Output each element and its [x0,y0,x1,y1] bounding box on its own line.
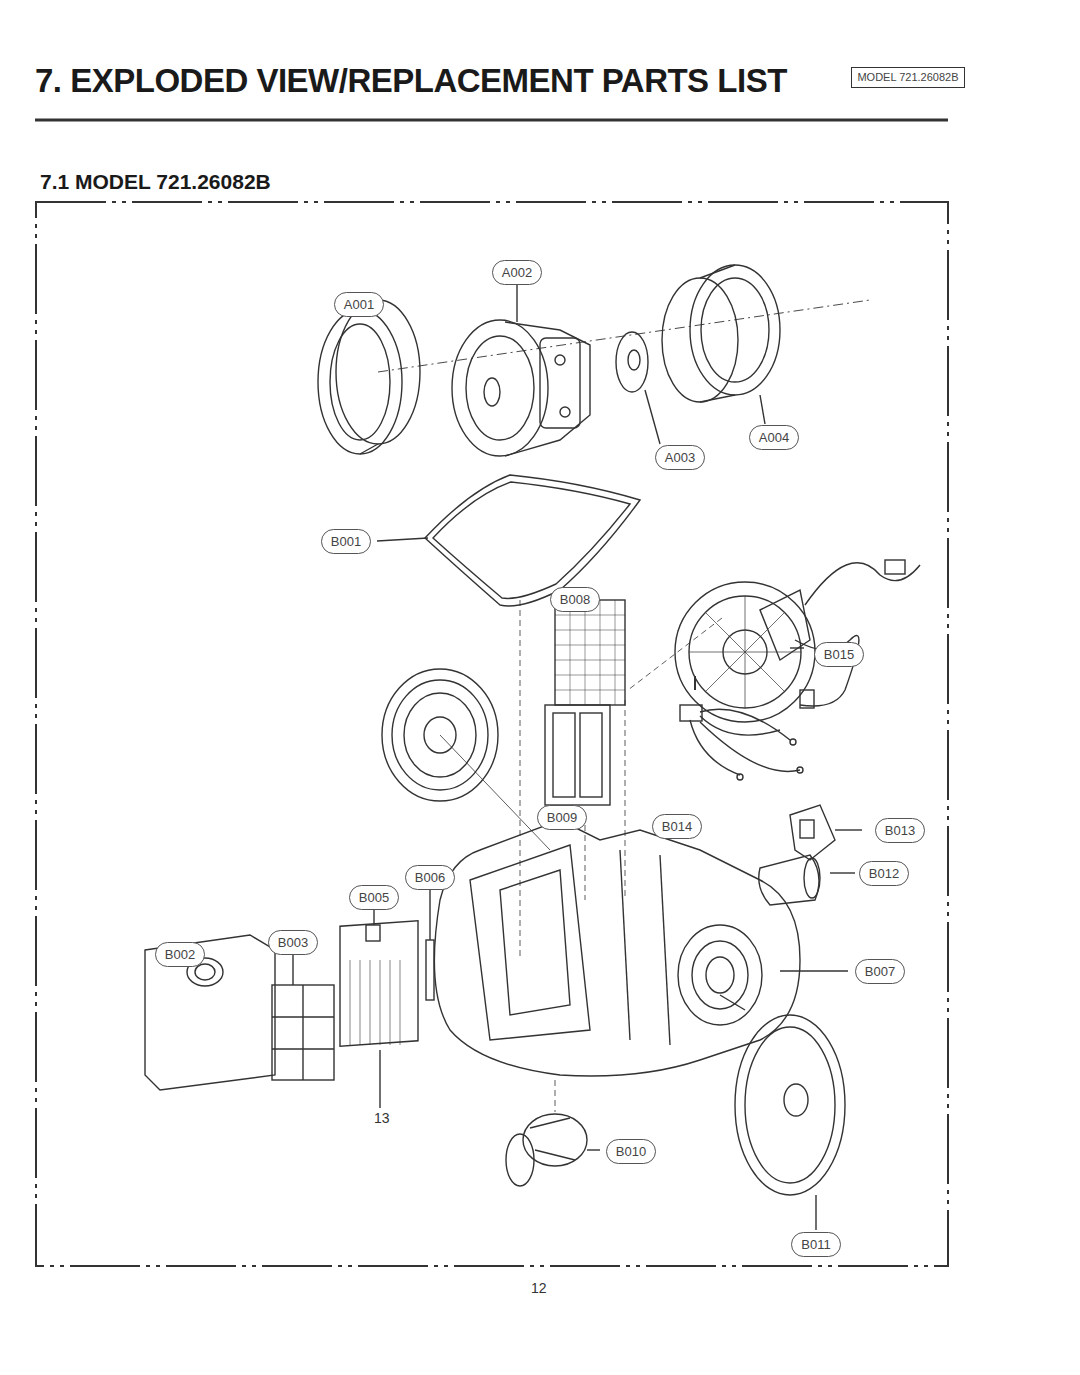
part-callout: B015 [814,642,864,667]
part-callout: B006 [405,865,455,890]
callout-text: A003 [665,450,695,465]
callout-text: B009 [547,810,577,825]
page-title: 7. EXPLODED VIEW/REPLACEMENT PARTS LIST [35,62,787,100]
page-number: 12 [531,1280,547,1296]
section-heading: 7.1 MODEL 721.26082B [40,170,271,194]
part-callout: A004 [749,425,799,450]
part-callout: B001 [321,529,371,554]
callout-text: B005 [359,890,389,905]
callout-text: B002 [165,947,195,962]
callout-text: B001 [331,534,361,549]
part-callout: B005 [349,885,399,910]
callout-number: 13 [374,1110,390,1126]
part-callout: B010 [606,1139,656,1164]
callout-text: B010 [616,1144,646,1159]
part-callout: B007 [855,959,905,984]
callout-text: B011 [801,1237,830,1252]
part-callout: A001 [334,292,384,317]
part-callout: A003 [655,445,705,470]
part-callout: B003 [268,930,318,955]
part-callout: B002 [155,942,205,967]
callout-text: B006 [415,870,445,885]
callout-text: B008 [560,592,590,607]
callout-text: B012 [869,866,899,881]
part-callout: B012 [859,861,909,886]
part-callout: B014 [652,814,702,839]
callout-text: A001 [344,297,374,312]
callout-text: A002 [502,265,532,280]
callout-text: MODEL 721.26082B [857,70,958,85]
part-callout: B011 [791,1232,840,1257]
part-callout: B009 [537,805,587,830]
part-callout: B008 [550,587,600,612]
part-callout: B013 [875,818,925,843]
callout-text: B014 [662,819,692,834]
callout-text: A004 [759,430,789,445]
callout-text: B015 [824,647,854,662]
callout-text: B007 [865,964,895,979]
model-box: MODEL 721.26082B [851,67,964,88]
callout-text: B013 [885,823,915,838]
part-callout: A002 [492,260,542,285]
callout-text: B003 [278,935,308,950]
